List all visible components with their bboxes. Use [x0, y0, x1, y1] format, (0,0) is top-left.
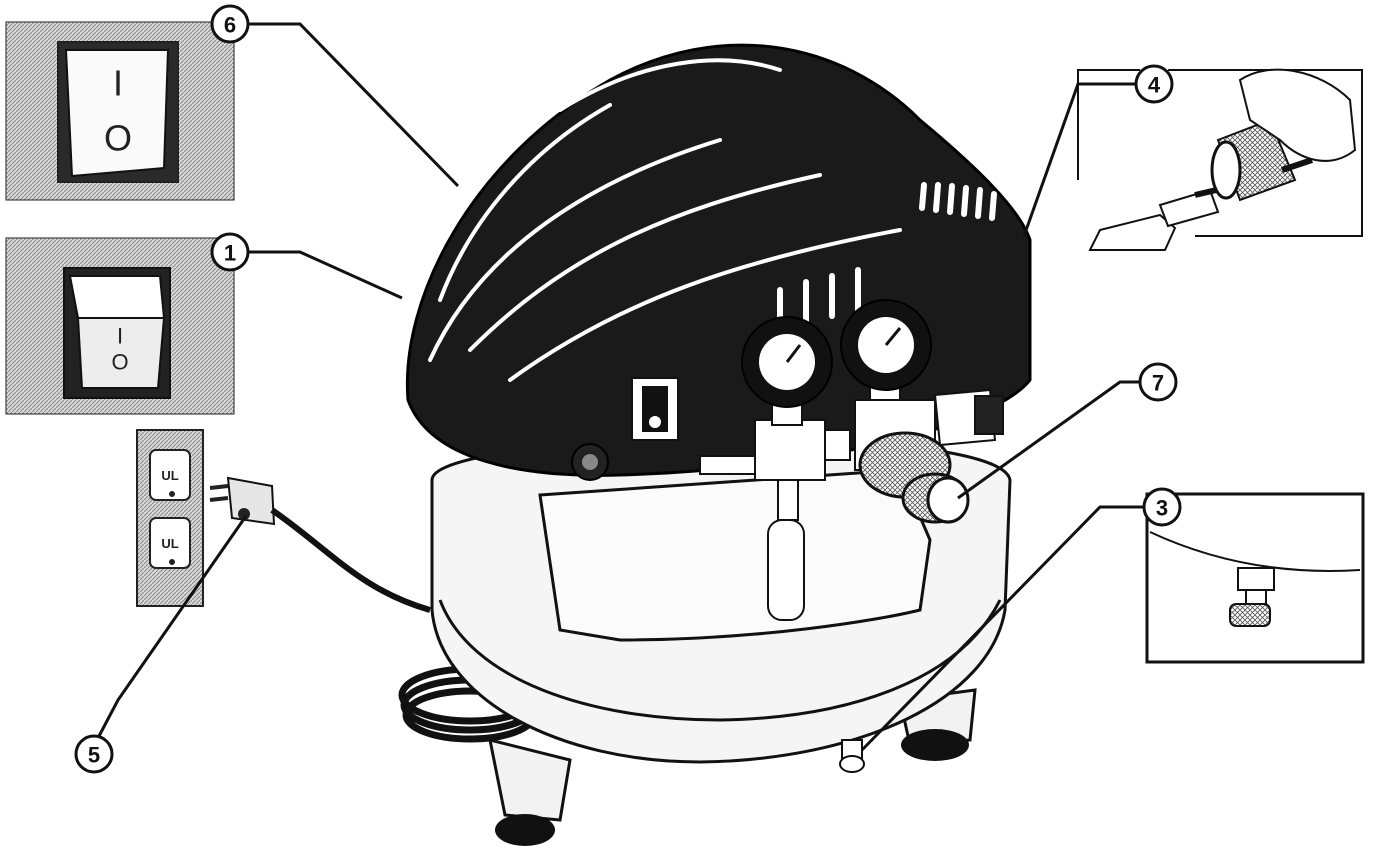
unit-power-switch — [632, 378, 678, 440]
callout-6-label: 6 — [224, 13, 236, 38]
outlet-label-top: UL — [161, 468, 178, 483]
callout-3-label: 3 — [1156, 496, 1168, 521]
reset-button — [572, 444, 608, 480]
callout-5-label: 5 — [88, 743, 100, 768]
callout-5: 5 — [76, 736, 112, 772]
inset-drain-valve — [1147, 494, 1363, 662]
callout-4: 4 — [1136, 66, 1172, 102]
callout-1-label: 1 — [224, 241, 236, 266]
power-cord — [272, 510, 430, 610]
inset-switch-off: I O — [6, 22, 234, 200]
power-plug — [210, 478, 274, 524]
switch-off-symbol: O — [104, 118, 132, 159]
drain-valve — [840, 740, 864, 772]
front-panel — [540, 470, 930, 640]
inset-switch-on: I O — [6, 238, 234, 414]
outlet-label-bottom: UL — [161, 536, 178, 551]
switch-on-symbol-2: I — [117, 324, 123, 349]
wall-outlet: UL UL — [137, 430, 203, 606]
switch-off-symbol-2: O — [111, 350, 128, 375]
switch-on-symbol: I — [113, 63, 123, 104]
callout-3: 3 — [1144, 489, 1180, 525]
callout-6: 6 — [212, 6, 248, 42]
callout-7: 7 — [1140, 364, 1176, 400]
callout-1: 1 — [212, 234, 248, 270]
inset-quick-coupler — [1078, 70, 1362, 250]
callout-7-label: 7 — [1152, 371, 1164, 396]
callout-4-label: 4 — [1148, 73, 1161, 98]
